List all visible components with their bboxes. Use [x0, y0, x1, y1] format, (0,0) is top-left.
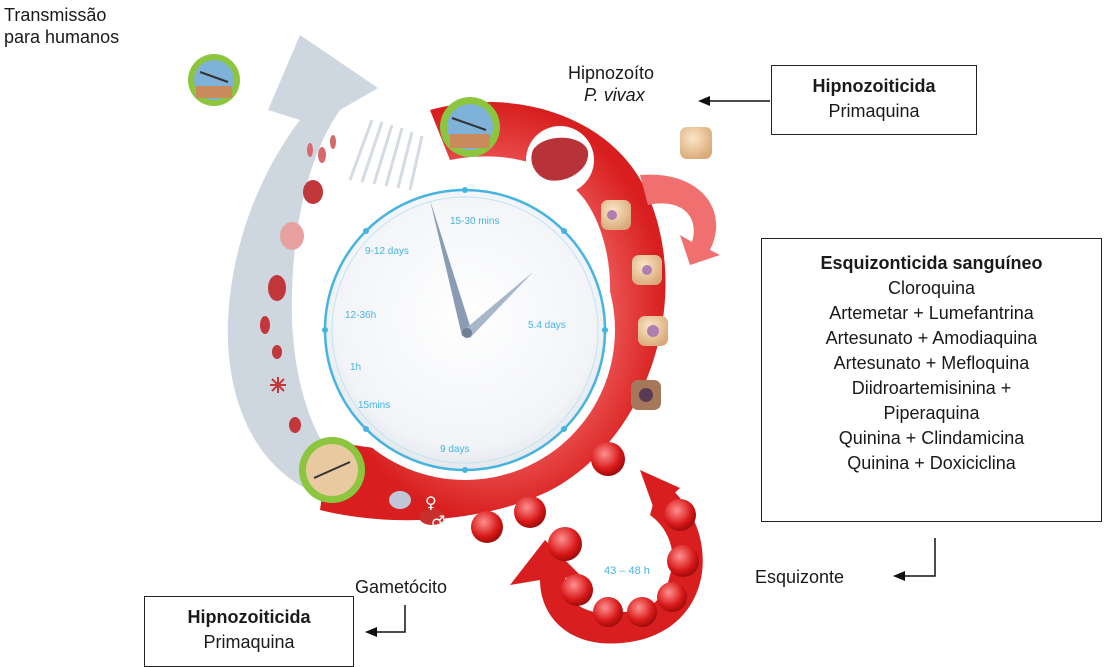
gametocyte-label: Gametócito: [355, 576, 447, 598]
drug-item: Artesunato + Amodiaquina: [762, 326, 1101, 351]
male-symbol: ♂: [431, 512, 445, 531]
drug-item: Quinina + Doxiciclina: [762, 451, 1101, 476]
clock-label: 5.4 days: [528, 320, 566, 331]
clock-label: 15mins: [358, 400, 390, 411]
clock-label: 12-36h: [345, 310, 376, 321]
clock-label: 1h: [350, 362, 361, 373]
transmission-label: Transmissão para humanos: [4, 4, 119, 48]
hypnozoite-label: Hipnozoíto P. vivax: [568, 62, 654, 106]
liver-icon: [526, 126, 594, 194]
hatch-marks: [350, 120, 422, 190]
drug-item: Diidroartemisinina +: [762, 376, 1101, 401]
blood-schizonticide-box: Esquizonticida sanguíneo Cloroquina Arte…: [761, 238, 1102, 522]
drug-item: Artemetar + Lumefantrina: [762, 301, 1101, 326]
drug-item: Quinina + Clindamicina: [762, 426, 1101, 451]
clock-label: 9-12 days: [365, 246, 409, 257]
mosquito-bite-icon: [440, 97, 500, 157]
drug-item: Cloroquina: [762, 276, 1101, 301]
female-symbol: ♀: [425, 493, 437, 512]
hypnozoiticide-box-top: Hipnozoiticida Primaquina: [771, 65, 977, 135]
mosquito-bite-icon: [299, 437, 365, 503]
clock-label: 9 days: [440, 444, 469, 455]
schizont-label: Esquizonte: [755, 566, 844, 588]
clock-label: 15-30 mins: [450, 216, 499, 227]
mosquito-bite-icon: [188, 54, 240, 106]
hypnozoiticide-box-bottom: Hipnozoiticida Primaquina: [144, 596, 354, 667]
clock: 15-30 mins 9-12 days 12-36h 1h 15mins 9 …: [315, 180, 615, 480]
drug-item: Artesunato + Mefloquina: [762, 351, 1101, 376]
drug-item: Piperaquina: [762, 401, 1101, 426]
blood-cycle-time: 43 – 48 h: [604, 565, 650, 577]
